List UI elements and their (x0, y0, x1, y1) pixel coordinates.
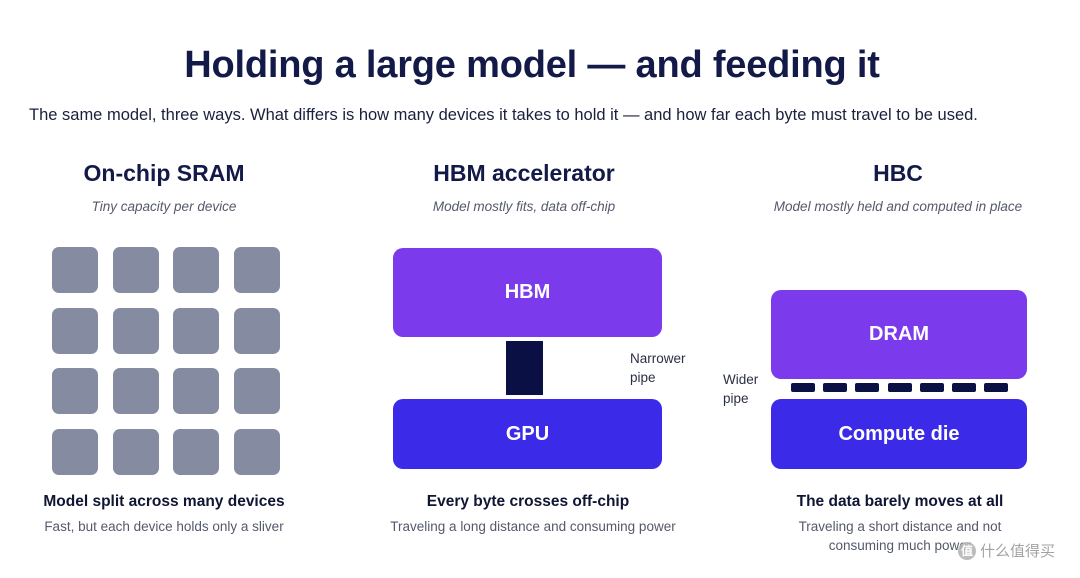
sram-device-tile (52, 307, 98, 354)
hbm-caption: Model mostly fits, data off-chip (432, 199, 616, 214)
wide-pipe-label: Wider pipe (723, 372, 759, 406)
sram-device-tile (112, 368, 159, 414)
wide-pipe-segment (791, 383, 815, 392)
hbm-heading: HBM accelerator (433, 160, 615, 186)
watermark: 值 什么值得买 (958, 540, 1055, 561)
sram-device-tile (233, 428, 280, 475)
narrow-pipe (506, 341, 543, 395)
sram-footer-text: Fast, but each device holds only a slive… (44, 519, 284, 534)
sram-device-tile (112, 428, 159, 475)
sram-device-tile (52, 428, 98, 475)
hbc-footer-title: The data barely moves at all (796, 493, 1004, 510)
dram-memory-block: DRAM (771, 290, 1027, 379)
sram-device-tile (112, 307, 159, 354)
page-title: Holding a large model — and feeding it (184, 44, 880, 86)
wide-pipe-segment (984, 383, 1009, 392)
hbm-memory-block: HBM (393, 248, 662, 337)
wide-pipe-segment (823, 383, 848, 392)
hbm-footer-text: Traveling a long distance and consuming … (390, 519, 676, 534)
compute-die-block: Compute die (771, 399, 1027, 469)
sram-device-tile (52, 368, 98, 414)
page-subtitle: The same model, three ways. What differs… (29, 106, 978, 124)
hbc-footer-text: Traveling a short distance and not consu… (798, 519, 1002, 553)
sram-device-tile (173, 247, 219, 293)
watermark-text: 什么值得买 (980, 543, 1056, 560)
sram-device-tile (112, 247, 159, 293)
narrow-pipe-label: Narrower pipe (630, 351, 686, 385)
wide-pipe-segment (855, 383, 880, 392)
watermark-logo-icon: 值 (958, 541, 976, 560)
hbc-caption: Model mostly held and computed in place (773, 199, 1023, 214)
sram-device-tile (233, 307, 280, 354)
sram-device-tile (233, 368, 280, 414)
sram-device-tile (173, 307, 219, 354)
gpu-compute-block: GPU (393, 399, 662, 469)
sram-device-tile (173, 368, 219, 414)
sram-heading: On-chip SRAM (83, 160, 245, 186)
sram-footer-title: Model split across many devices (43, 493, 285, 510)
sram-device-tile (233, 247, 280, 293)
sram-caption: Tiny capacity per device (91, 199, 237, 214)
hbm-footer-title: Every byte crosses off-chip (426, 493, 630, 510)
hbc-heading: HBC (873, 160, 923, 186)
wide-pipe-segment (952, 383, 976, 392)
wide-pipe-segment (919, 383, 944, 392)
sram-device-tile (52, 247, 98, 293)
wide-pipe-segment (887, 383, 912, 392)
sram-device-tile (173, 428, 219, 475)
